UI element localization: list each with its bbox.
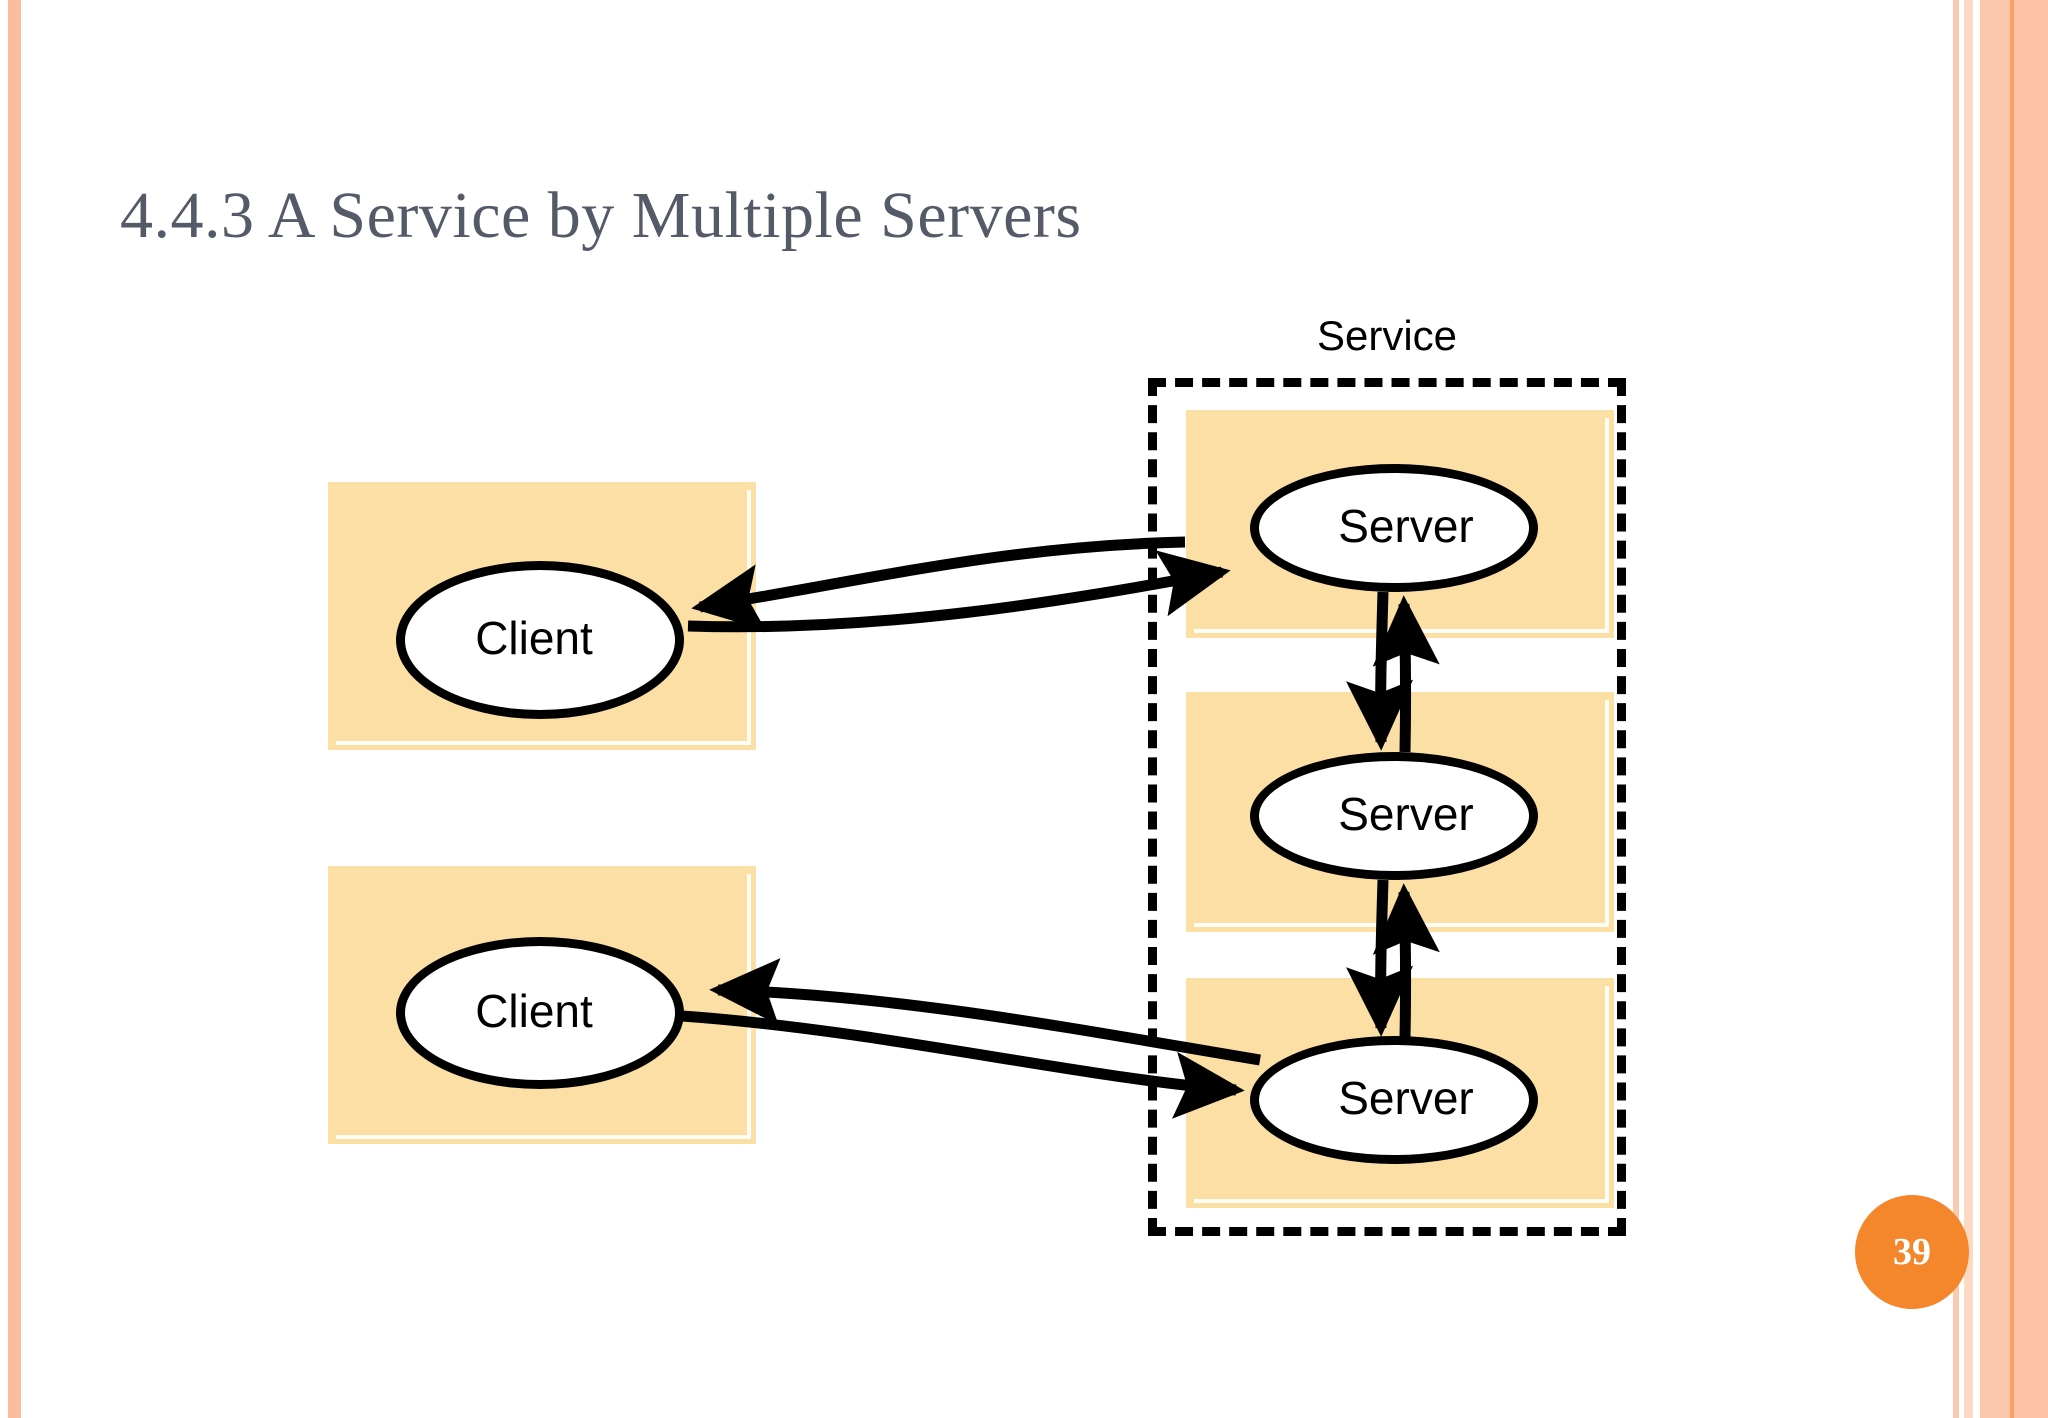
decorative-stripe-left [8,0,21,1418]
decorative-stripe-right-5 [2014,0,2048,1418]
service-group-label: Service [1316,312,1458,359]
node-server-1-label: Server [1338,500,1474,552]
arrow-server1-to-client1 [691,536,1186,631]
page-number-badge: 39 [1855,1195,1969,1309]
node-server-2[interactable]: Server [1250,752,1538,880]
decorative-stripe-right-1 [1953,0,1959,1418]
arrow-client1-to-server1 [687,550,1231,633]
node-server-1[interactable]: Server [1250,464,1538,592]
decorative-stripe-right-3 [1980,0,2010,1418]
page-number-text: 39 [1893,1231,1931,1273]
node-server-3[interactable]: Server [1250,1036,1538,1164]
decorative-stripe-right-2 [1964,0,1973,1418]
node-client-2[interactable]: Client [396,937,684,1089]
service-boundary-box [1148,378,1626,1236]
node-client-1[interactable]: Client [396,561,684,719]
node-server-2-label: Server [1338,788,1474,840]
node-client-1-label: Client [475,612,593,664]
node-server-3-label: Server [1338,1072,1474,1124]
node-client-2-label: Client [475,985,593,1037]
page-title: 4.4.3 A Service by Multiple Servers [120,179,1082,252]
decorative-stripe-right-4 [2010,0,2014,1418]
